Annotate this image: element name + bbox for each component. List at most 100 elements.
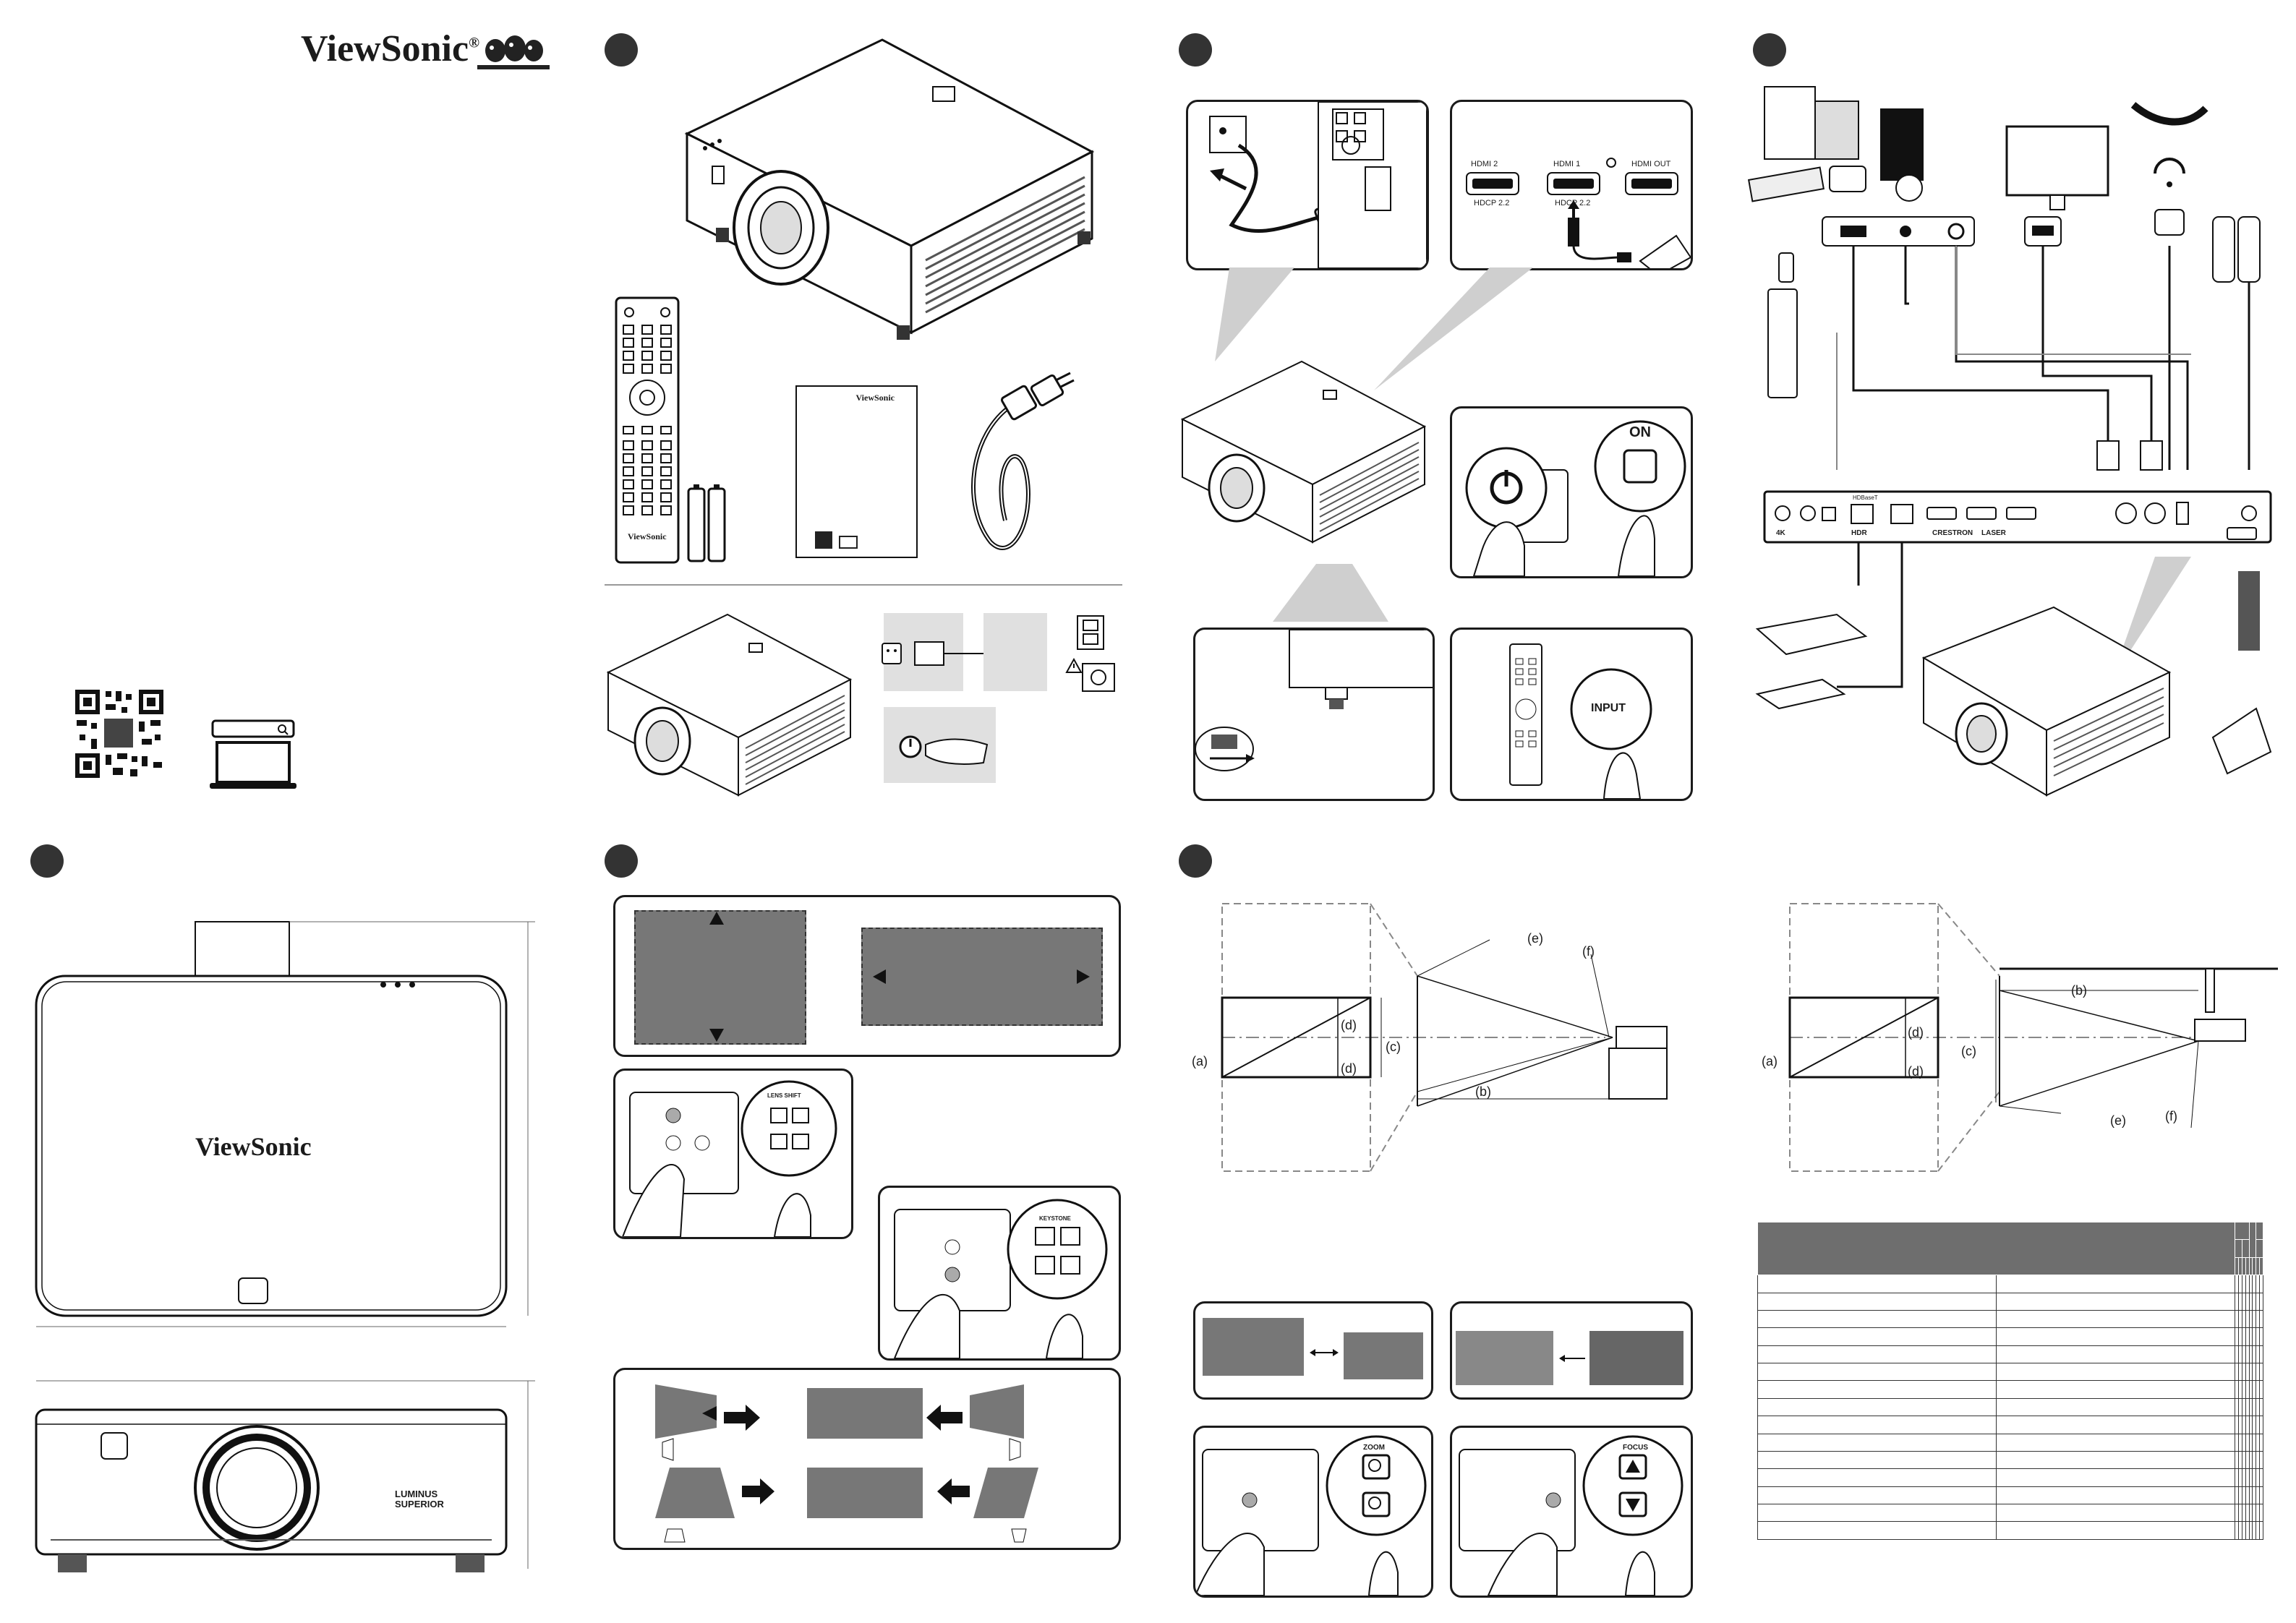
focus-image-panel bbox=[1450, 1301, 1693, 1400]
table-row bbox=[1757, 1362, 2263, 1382]
table-row bbox=[1757, 1380, 2263, 1399]
projector-small-illustration bbox=[606, 613, 853, 797]
keystone-result-panel bbox=[613, 1368, 1121, 1550]
table-row bbox=[1757, 1416, 2263, 1434]
table-row bbox=[1757, 1450, 2263, 1470]
hdmi1-sublabel: HDCP 2.2 bbox=[1555, 199, 1591, 207]
on-label: ON bbox=[1629, 424, 1651, 440]
table-row bbox=[1757, 1433, 2263, 1452]
badge-line1b: US bbox=[424, 1489, 438, 1499]
remote-brand-label: ViewSonic bbox=[628, 531, 667, 541]
table-row bbox=[1757, 1327, 2263, 1346]
hdmi1-label: HDMI 1 bbox=[1553, 160, 1581, 168]
dimensions-drawing bbox=[35, 921, 535, 1572]
focus-keys-panel: FOCUS bbox=[1450, 1426, 1693, 1598]
adjust-feet-illustration bbox=[1195, 630, 1433, 771]
booklet-brand: ViewSonic bbox=[855, 393, 895, 403]
zoom-photo-small bbox=[1344, 1332, 1423, 1379]
laptop-icon bbox=[210, 719, 296, 789]
focus-keys-illustration bbox=[1459, 1435, 1683, 1596]
wall-outlet-icon bbox=[1077, 615, 1104, 650]
proj1-label-e: (e) bbox=[1527, 931, 1543, 946]
hdmi-panel: HDMI 2 HDCP 2.2 HDMI 1 HDCP 2.2 HDMI OUT bbox=[1450, 100, 1693, 270]
rear-hdbaset-label: HDBaseT bbox=[1853, 494, 1878, 501]
hdmi-out-label: HDMI OUT bbox=[1631, 160, 1671, 168]
shift-vertical-photo bbox=[634, 910, 806, 1045]
proj1-label-c: (c) bbox=[1386, 1040, 1401, 1054]
proj2-label-e: (e) bbox=[2110, 1113, 2126, 1128]
zoom-photo-large bbox=[1203, 1318, 1304, 1376]
input-label: INPUT bbox=[1591, 702, 1626, 714]
proj1-label-f: (f) bbox=[1582, 944, 1595, 959]
step-5-marker bbox=[605, 844, 638, 878]
rear-4k-label: 4K bbox=[1776, 529, 1785, 537]
power-cord-panel bbox=[1186, 100, 1429, 270]
table-row bbox=[1757, 1468, 2263, 1487]
keystone-keys-illustration bbox=[893, 1199, 1108, 1358]
proj1-label-b: (b) bbox=[1475, 1084, 1491, 1099]
table-row bbox=[1757, 1345, 2263, 1364]
power-inlet-illustration bbox=[1209, 102, 1427, 268]
power-on-illustration bbox=[1465, 420, 1686, 576]
zoom-keys-panel: ZOOM bbox=[1193, 1426, 1433, 1598]
brand-name: ViewSonic bbox=[301, 28, 469, 69]
proj2-label-d2: (d) bbox=[1908, 1064, 1924, 1079]
ceiling-projection-diagram bbox=[1788, 903, 2278, 1172]
proj2-label-a: (a) bbox=[1762, 1054, 1778, 1069]
badge-line2: SUPERIOR bbox=[395, 1499, 444, 1509]
proj1-label-d1: (d) bbox=[1341, 1018, 1357, 1032]
table-row bbox=[1757, 1521, 2263, 1540]
rear-crestron-label: CRESTRON bbox=[1932, 529, 1973, 537]
callout-wedges bbox=[1215, 267, 1533, 622]
lens-shift-keys-panel: LENS SHIFT bbox=[613, 1069, 853, 1239]
hdmi2-label: HDMI 2 bbox=[1471, 160, 1498, 168]
power-cord bbox=[971, 372, 1075, 550]
brand-birds-icon bbox=[477, 35, 550, 69]
rear-laser-label: LASER bbox=[1981, 529, 2006, 537]
shift-vertical-arrows-icon bbox=[709, 912, 724, 1042]
focus-photo-sharp bbox=[1589, 1331, 1683, 1385]
projection-distance-diagram bbox=[1221, 903, 1668, 1172]
lens-shift-label: LENS SHIFT bbox=[767, 1092, 801, 1099]
remote-control bbox=[615, 296, 680, 564]
keystone-keys-panel: KEYSTONE bbox=[878, 1186, 1121, 1361]
proj1-label-a: (a) bbox=[1192, 1054, 1208, 1069]
proj2-label-b: (b) bbox=[2071, 983, 2087, 998]
adjust-feet-panel bbox=[1193, 628, 1435, 801]
table-row bbox=[1757, 1503, 2263, 1523]
shift-horizontal-photo bbox=[861, 928, 1103, 1026]
press-power-icon bbox=[864, 735, 989, 765]
proj2-label-d1: (d) bbox=[1908, 1025, 1924, 1040]
projector-step2-illustration bbox=[1180, 360, 1427, 544]
zoom-keys-illustration bbox=[1195, 1435, 1427, 1596]
brand-logo: ViewSonic® bbox=[301, 27, 479, 70]
zoom-label: ZOOM bbox=[1363, 1444, 1385, 1452]
input-illustration bbox=[1509, 643, 1652, 799]
input-panel: INPUT bbox=[1450, 628, 1693, 801]
focus-arrow-icon bbox=[1559, 1355, 1585, 1362]
connection-diagram bbox=[1747, 86, 2272, 797]
proj2-label-f: (f) bbox=[2165, 1109, 2177, 1123]
table-row bbox=[1757, 1309, 2263, 1329]
table-row bbox=[1757, 1292, 2263, 1311]
plug-box bbox=[983, 613, 1047, 691]
keystone-label: KEYSTONE bbox=[1039, 1215, 1071, 1222]
keystone-result-illustration bbox=[655, 1384, 1038, 1543]
table-header-row bbox=[1757, 1221, 2263, 1276]
booklet-qr bbox=[815, 531, 832, 549]
step-3-marker bbox=[1753, 33, 1786, 67]
step-1-marker bbox=[605, 33, 638, 67]
table-row bbox=[1757, 1397, 2263, 1417]
step-4-marker bbox=[30, 844, 64, 878]
power-on-panel: ON bbox=[1450, 406, 1693, 578]
warning-power-icon bbox=[1065, 657, 1115, 692]
focus-label: FOCUS bbox=[1623, 1444, 1648, 1452]
batteries bbox=[687, 484, 726, 562]
top-brand-label: ViewSonic bbox=[195, 1132, 312, 1161]
quick-start-booklet: ViewSonic bbox=[795, 385, 918, 558]
projection-size-table bbox=[1757, 1221, 2263, 1540]
panel-divider bbox=[605, 584, 1122, 586]
shift-horizontal-arrows-icon bbox=[873, 969, 1090, 984]
table-header-row bbox=[1758, 1256, 2263, 1276]
table-row bbox=[1757, 1275, 2263, 1293]
